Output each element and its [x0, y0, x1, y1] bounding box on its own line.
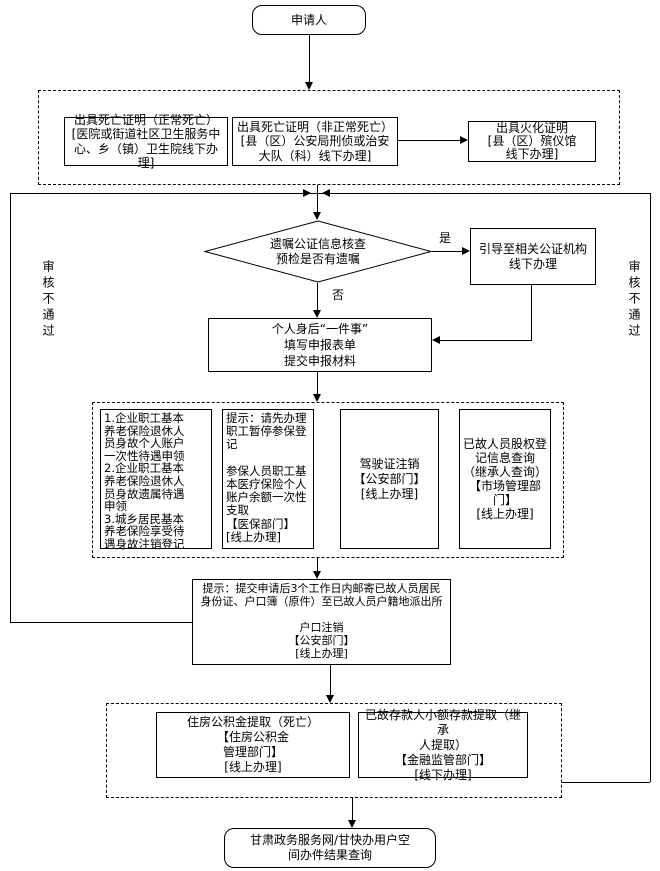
- label-review-fail-left: 审核不通过: [41, 260, 55, 340]
- arrowhead-into-hukou: [313, 571, 321, 579]
- connector-services-to-hukou: [317, 558, 318, 572]
- connector-feedback-right: [650, 193, 651, 782]
- arrowhead-notary-into-form: [432, 336, 440, 344]
- node-notary-office: 引导至相关公证机构 线下办理: [470, 228, 596, 285]
- arrowhead-into-funds: [326, 695, 334, 703]
- container-services-stage: [92, 402, 564, 558]
- connector-feedback-left-join: [10, 622, 192, 623]
- node-housing-fund: 住房公积金提取（死亡） 【住房公积金 管理部门】 [线上办理]: [156, 712, 350, 778]
- connector-no-branch: [317, 283, 318, 311]
- connector-feedback-top: [10, 193, 650, 194]
- connector-notary-return-h: [440, 340, 532, 341]
- arrowhead-feedback-from-right: [322, 189, 330, 197]
- diamond-shape: [204, 220, 432, 283]
- arrowhead-into-diamond: [313, 212, 321, 220]
- label-no: 否: [330, 288, 347, 302]
- connector-notary-return-v: [531, 285, 532, 340]
- arrowhead-into-services: [313, 394, 321, 402]
- arrowhead-into-cremation: [460, 136, 468, 144]
- node-driver-license: 驾驶证注销 【公安部门】 [线上办理]: [340, 409, 439, 549]
- node-result-query: 甘肃政务服务网/甘快办用户空 间办件结果查询: [224, 828, 436, 868]
- node-medical-insurance: 提示：请先办理 职工暂停参保登 记 参保人员职工基 本医疗保险个人 账户余额一次…: [222, 409, 314, 549]
- node-applicant: 申请人: [252, 5, 366, 35]
- connector-hukou-to-funds: [330, 665, 331, 696]
- arrowhead-into-form: [313, 310, 321, 318]
- connector-feedback-left: [10, 193, 11, 622]
- node-hukou-cancel: 提示：提交申请后3个工作日内邮寄已故人员居民 身份证、户口簿（原件）至已故人员户…: [192, 579, 451, 665]
- connector-abnormal-to-cremation: [398, 140, 460, 141]
- container-funds-stage: [106, 703, 562, 798]
- label-yes: 是: [437, 231, 454, 245]
- connector-funds-to-result: [352, 798, 353, 821]
- arrowhead-into-cert-stage: [305, 82, 313, 90]
- connector-applicant-down: [309, 35, 310, 83]
- will-check-text: 遗嘱公证信息核查 预检是否有遗嘱: [269, 236, 366, 266]
- connector-yes-branch: [432, 251, 463, 252]
- arrowhead-into-result: [348, 820, 356, 828]
- node-small-deposit: 已故存款人小额存款提取（继承 人提取） 【金融监管部门】 [线下办理]: [358, 708, 528, 782]
- node-death-cert-normal: 出具死亡证明（正常死亡） [医院或街道社区卫生服务中 心、乡（镇）卫生院线下办理…: [64, 113, 228, 170]
- connector-feedback-right-join: [562, 782, 650, 783]
- connector-form-to-services: [317, 372, 318, 395]
- node-death-cert-abnormal: 出具死亡证明（非正常死亡） [县（区）公安局刑侦或治安 大队（科）线下办理]: [232, 117, 398, 166]
- node-equity-query: 已故人员股权登 记信息查询 （继承人查询） 【市场管理部 门】 [线上办理]: [459, 409, 551, 549]
- arrowhead-feedback-from-left: [303, 189, 311, 197]
- node-will-check-diamond: 遗嘱公证信息核查 预检是否有遗嘱: [204, 220, 432, 283]
- arrowhead-into-notary: [462, 247, 470, 255]
- node-cremation-cert: 出具火化证明 [县（区）殡仪馆 线下办理]: [468, 121, 596, 162]
- connector-stage-to-diamond: [317, 185, 318, 213]
- node-one-thing-form: 个人身后“一件事” 填写申报表单 提交申报材料: [208, 318, 432, 372]
- node-pension-items: 1.企业职工基本 养老保险退休人 员身故个人账户 一次性待遇申领 2.企业职工基…: [100, 409, 212, 550]
- label-review-fail-right: 审核不通过: [627, 260, 641, 340]
- container-certificate-stage: [38, 90, 620, 185]
